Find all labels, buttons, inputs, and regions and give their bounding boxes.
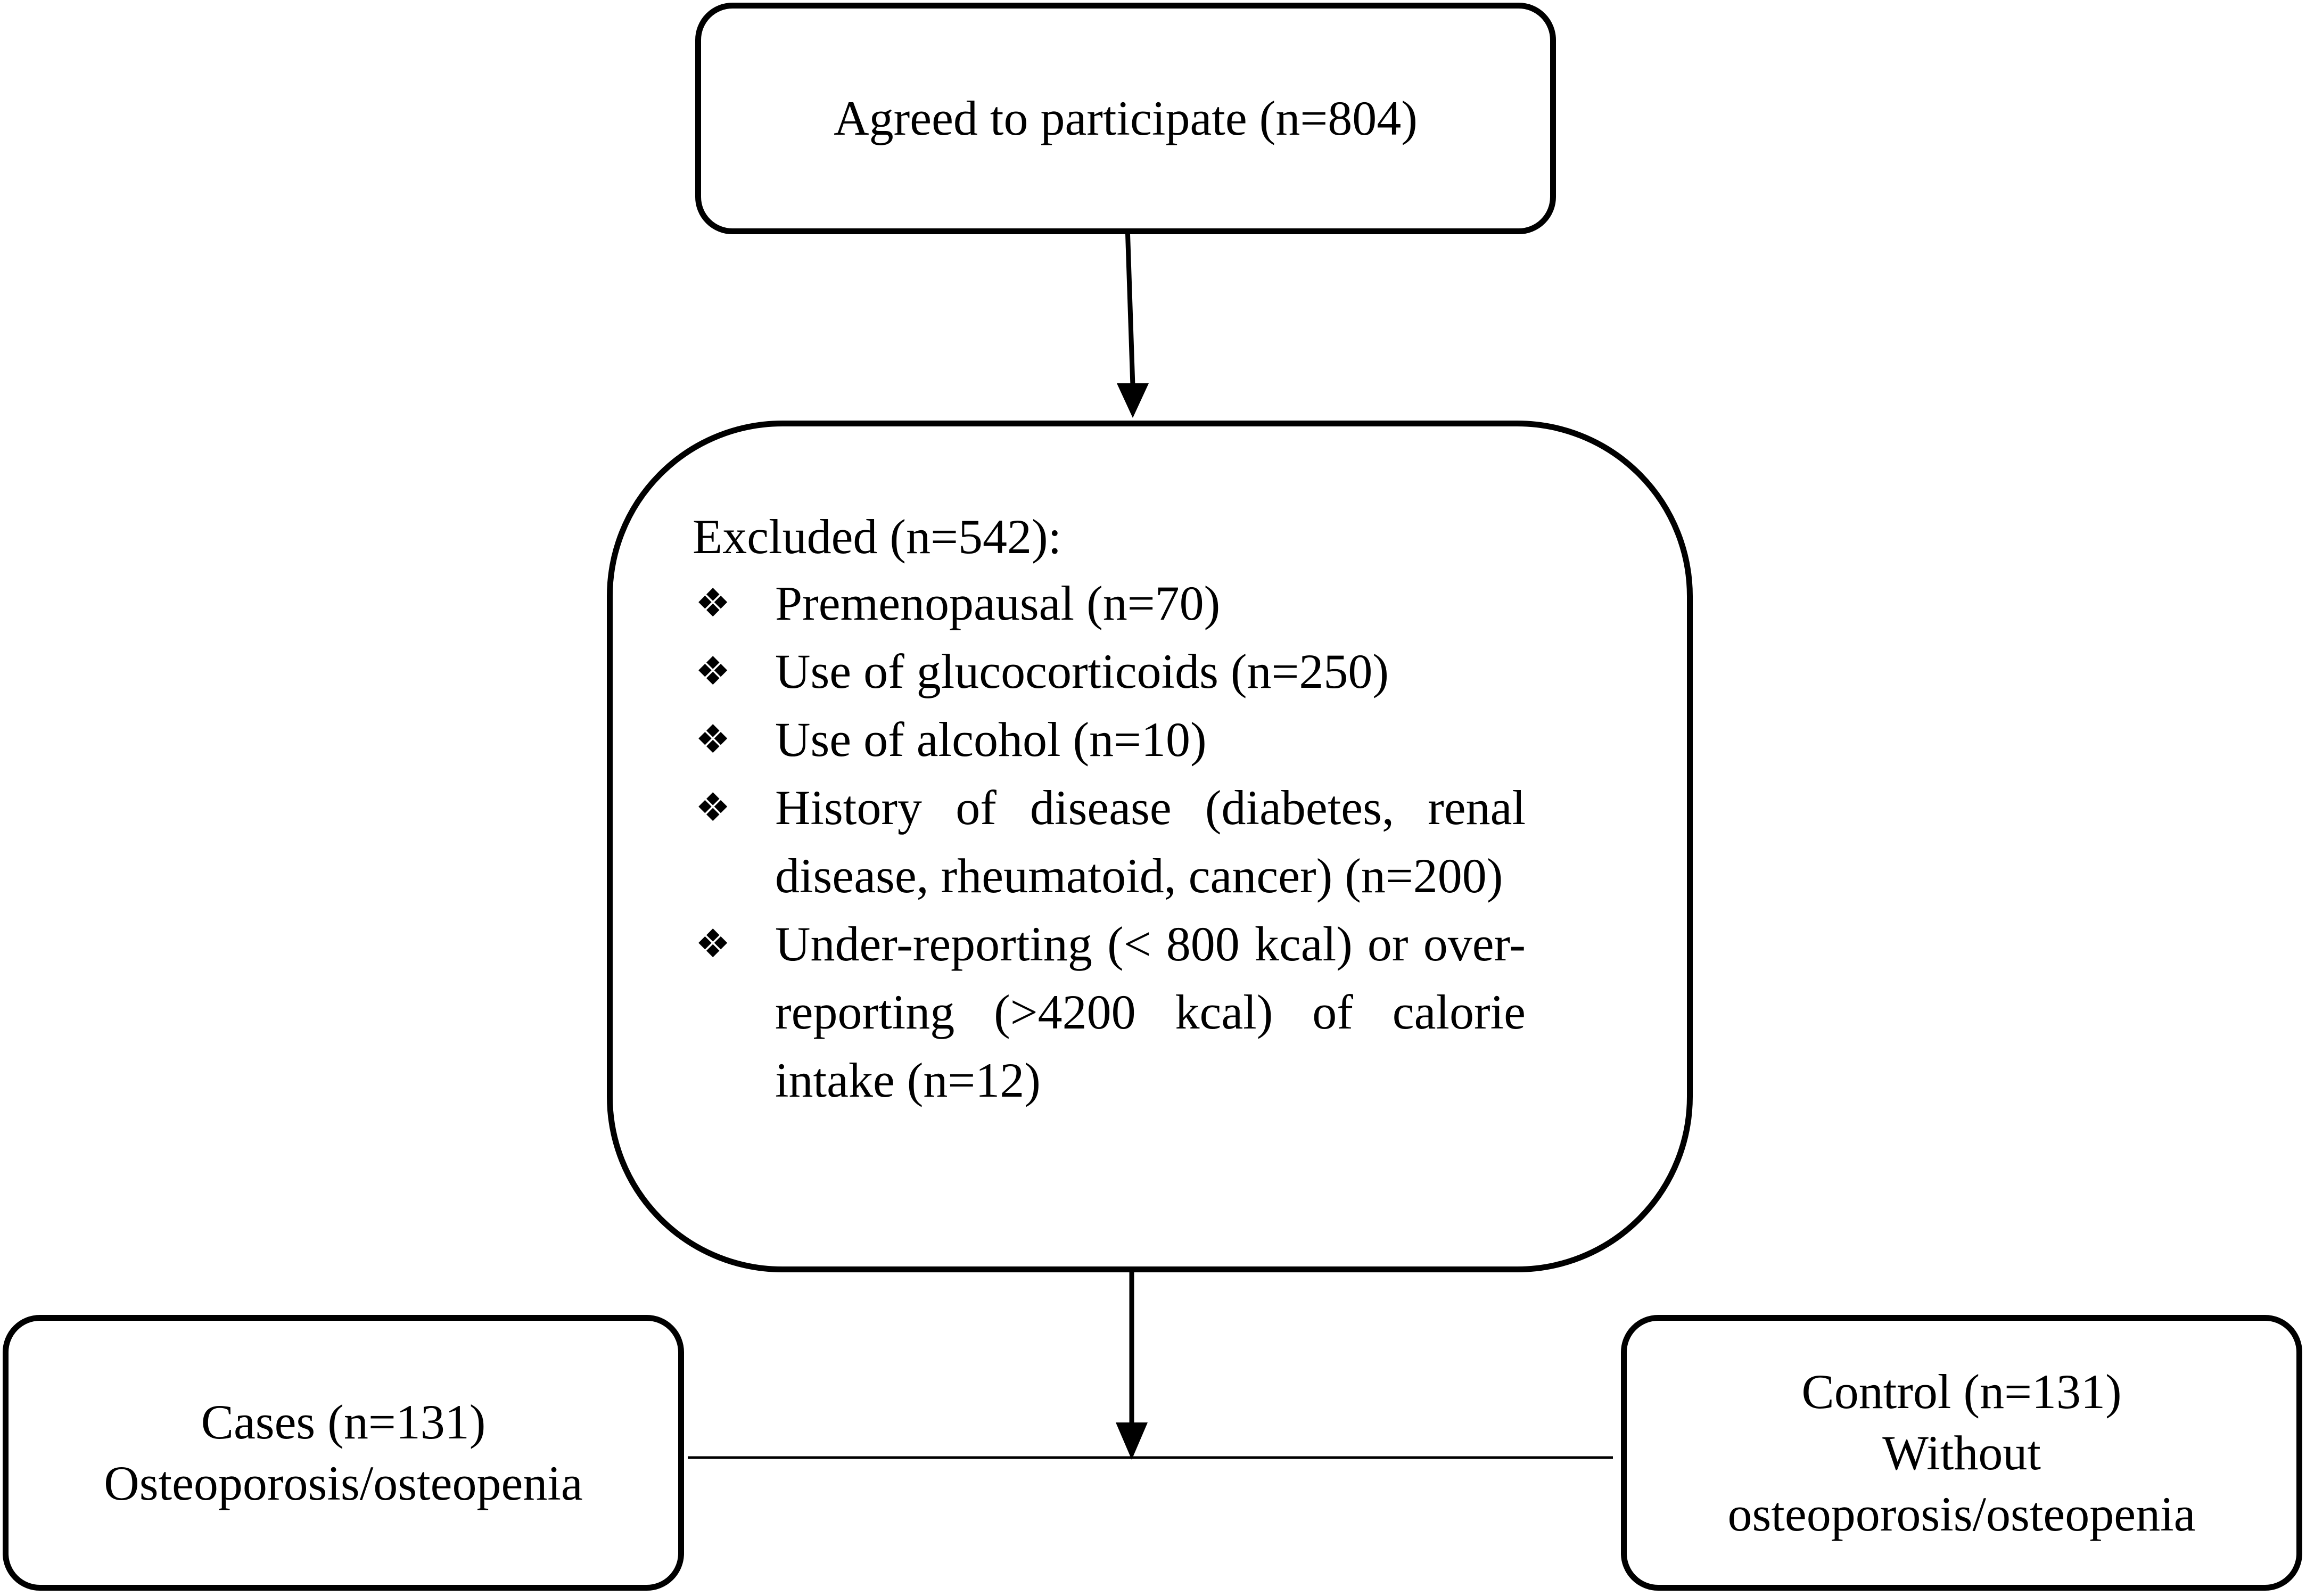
diamond-bullet-icon: ❖ <box>695 717 731 762</box>
exclusion-item: ❖ History of disease (diabetes, renal di… <box>695 774 1526 910</box>
diamond-bullet-icon: ❖ <box>695 921 731 967</box>
exclusion-item-text: History of disease (diabetes, renal dise… <box>775 780 1526 903</box>
exclusion-item-text: Use of alcohol (n=10) <box>775 712 1207 767</box>
cases-box: Cases (n=131) Osteoporosis/osteopenia <box>3 1315 684 1591</box>
excluded-heading: Excluded (n=542): <box>693 509 1062 564</box>
exclusion-item-text: Under-reporting (< 800 kcal) or over-rep… <box>775 917 1526 1107</box>
cases-description: Osteoporosis/osteopenia <box>104 1456 583 1510</box>
exclusion-item: ❖ Use of alcohol (n=10) <box>695 705 1526 774</box>
control-description-line1: Without <box>1882 1425 2041 1480</box>
exclusion-item-text: Use of glucocorticoids (n=250) <box>775 644 1389 698</box>
excluded-box: Excluded (n=542): ❖ Premenopausal (n=70)… <box>607 421 1693 1272</box>
participants-label: Agreed to participate (n=804) <box>834 91 1418 145</box>
control-description-line2: osteoporosis/osteopenia <box>1727 1486 2196 1541</box>
diamond-bullet-icon: ❖ <box>695 648 731 694</box>
participants-box: Agreed to participate (n=804) <box>695 3 1556 234</box>
arrow-top-to-excluded-shaft <box>1125 226 1135 386</box>
arrow-excluded-to-split-head <box>1116 1422 1148 1460</box>
diamond-bullet-icon: ❖ <box>695 580 731 626</box>
exclusion-item: ❖ Use of glucocorticoids (n=250) <box>695 637 1526 705</box>
diamond-bullet-icon: ❖ <box>695 785 731 830</box>
exclusion-item-text: Premenopausal (n=70) <box>775 576 1221 630</box>
exclusion-list: ❖ Premenopausal (n=70) ❖ Use of glucocor… <box>695 569 1526 1114</box>
control-count-label: Control (n=131) <box>1801 1364 2122 1419</box>
arrow-top-to-excluded-head <box>1117 383 1149 418</box>
cases-count-label: Cases (n=131) <box>201 1395 486 1449</box>
exclusion-item: ❖ Under-reporting (< 800 kcal) or over-r… <box>695 910 1526 1114</box>
control-box: Control (n=131) Without osteoporosis/ost… <box>1621 1315 2302 1591</box>
exclusion-item: ❖ Premenopausal (n=70) <box>695 569 1526 637</box>
